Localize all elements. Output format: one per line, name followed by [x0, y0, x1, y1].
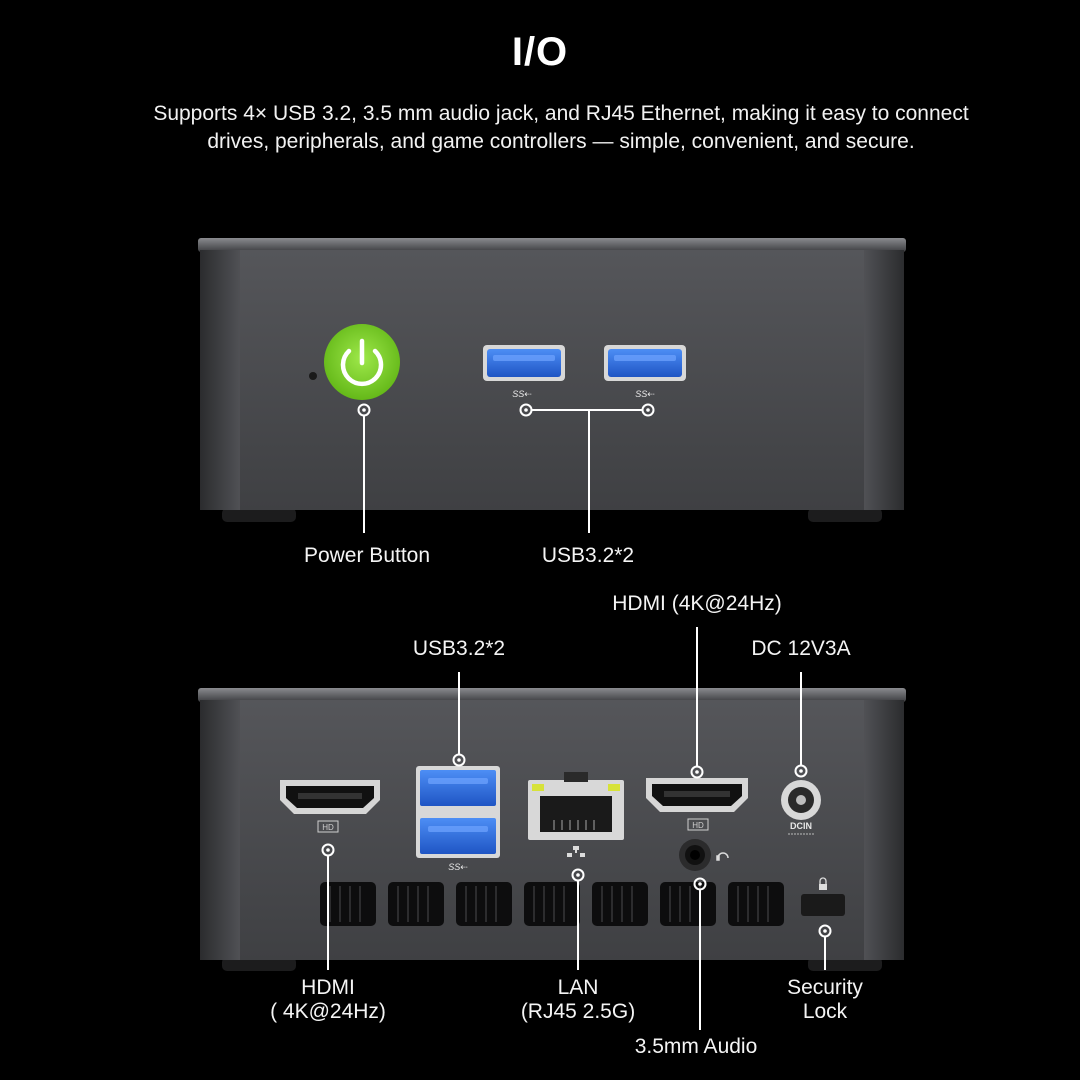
- front-top-lip: [198, 238, 906, 252]
- callout-front-usb: [519, 403, 655, 533]
- hd-badge-text: HD: [322, 823, 334, 832]
- usb-ss-logo-icon: SS⇠: [448, 862, 468, 872]
- rear-side-left: [200, 700, 240, 960]
- label-audio: 3.5mm Audio: [634, 1035, 758, 1058]
- rear-top-lip: [198, 688, 906, 702]
- label-lan: LAN (RJ45 2.5G): [478, 976, 678, 1024]
- rear-usb-stack[interactable]: [416, 766, 500, 858]
- label-hdmi-top: HDMI (4K@24Hz): [612, 592, 782, 615]
- security-lock-slot[interactable]: [801, 894, 845, 916]
- label-security-lock: Security Lock: [745, 976, 905, 1024]
- label-hdmi-left: HDMI ( 4K@24Hz): [228, 976, 428, 1024]
- page-title: I/O: [511, 30, 569, 74]
- power-led: [309, 372, 317, 380]
- network-icon: [567, 846, 585, 857]
- front-side-left: [200, 250, 240, 510]
- power-button[interactable]: [324, 324, 400, 400]
- rear-hdmi-port-right[interactable]: [646, 778, 748, 812]
- page-subtitle: Supports 4× USB 3.2, 3.5 mm audio jack, …: [153, 102, 969, 153]
- rear-audio-jack[interactable]: [679, 839, 711, 871]
- rear-panel: HD SS⇠: [198, 627, 906, 1030]
- rear-side-right: [864, 700, 904, 960]
- label-power-button: Power Button: [303, 544, 431, 567]
- rear-dc-in-port[interactable]: [781, 780, 821, 820]
- usb-ss-logo-icon: SS⇠: [635, 389, 655, 399]
- front-foot-left: [222, 508, 296, 522]
- hd-badge-text: HD: [692, 821, 704, 830]
- label-rear-usb: USB3.2*2: [412, 637, 506, 660]
- vent-slats: [329, 886, 769, 922]
- power-icon: [340, 348, 384, 387]
- front-side-right: [864, 250, 904, 510]
- callout-power: [357, 403, 371, 533]
- dcin-text: DCIN: [790, 821, 812, 831]
- rear-hdmi-port-left[interactable]: [280, 780, 380, 814]
- label-lock-line1: Security: [787, 976, 863, 999]
- front-usb-port-2[interactable]: [604, 345, 686, 381]
- front-panel: SS⇠ SS⇠: [198, 238, 906, 533]
- label-front-usb: USB3.2*2: [541, 544, 635, 567]
- vent-grille: [320, 882, 784, 926]
- rear-lan-port[interactable]: [528, 772, 624, 840]
- label-lan-line1: LAN: [557, 976, 599, 999]
- hd-badge: [317, 820, 339, 833]
- lock-icon: [819, 877, 827, 890]
- rear-callouts: [321, 627, 832, 1030]
- rear-foot-left: [222, 957, 296, 971]
- headphone-icon: [716, 852, 729, 861]
- front-usb-port-1[interactable]: [483, 345, 565, 381]
- label-hdmi-left-line1: HDMI: [301, 976, 355, 999]
- label-lan-line2: (RJ45 2.5G): [520, 1000, 636, 1023]
- label-hdmi-left-line2: ( 4K@24Hz): [270, 1000, 386, 1023]
- hd-badge: [687, 818, 709, 831]
- usb-ss-logo-icon: SS⇠: [512, 389, 532, 399]
- front-foot-right: [808, 508, 882, 522]
- rear-foot-right: [808, 957, 882, 971]
- label-lock-line2: Lock: [802, 1000, 848, 1023]
- rear-callout-dots: [326, 758, 827, 933]
- label-dc-in: DC 12V3A: [751, 637, 851, 660]
